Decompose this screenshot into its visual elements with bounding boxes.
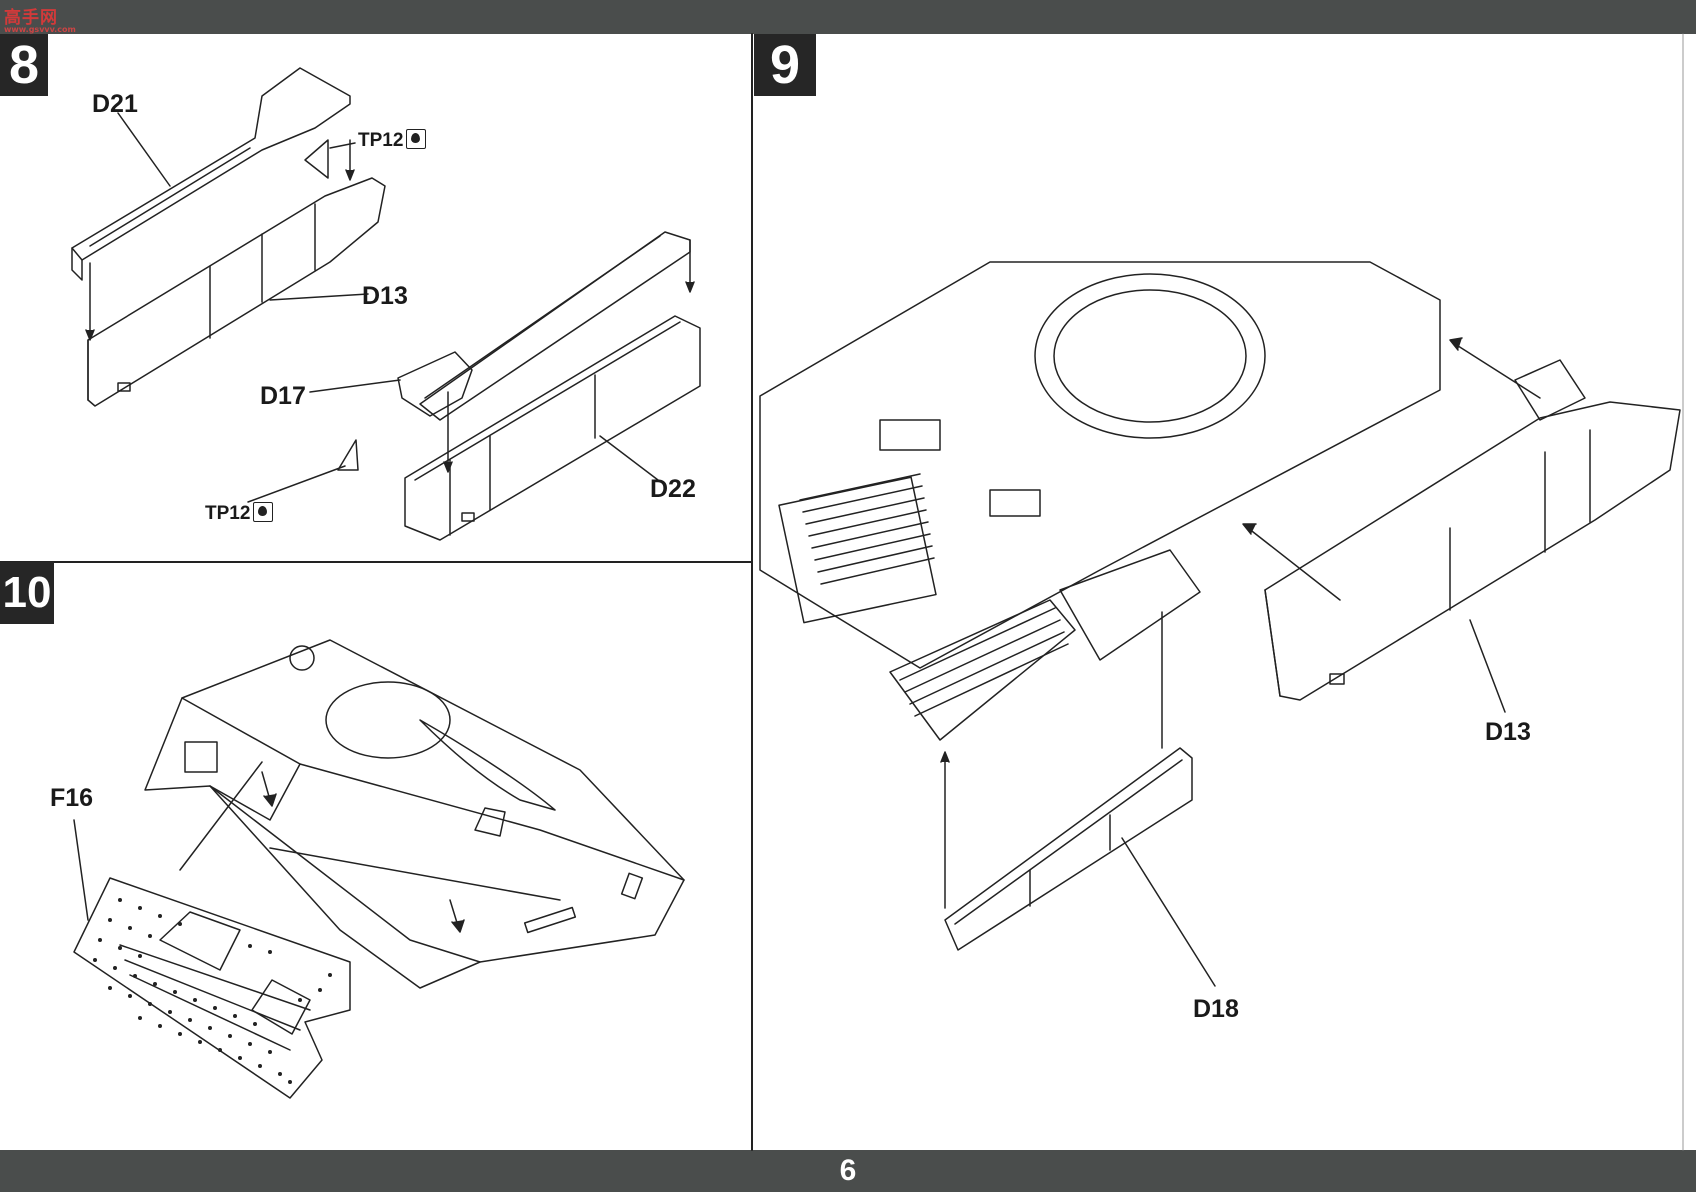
part-label-tp12-top: TP12 [358,129,427,152]
part-label-d18: D18 [1193,995,1239,1023]
watermark-url: www.gsvvv.com [4,25,76,34]
part-label-d21: D21 [92,90,138,118]
part-label-d17: D17 [260,382,306,410]
top-band: 高手网 www.gsvvv.com [0,0,1696,34]
glue-icon [253,502,274,522]
step-8-badge: 8 [0,34,48,96]
step-10-badge: 10 [0,562,54,624]
part-label-tp12-bottom: TP12 [205,502,274,525]
glue-icon [406,129,427,149]
page-number: 6 [839,1154,857,1187]
part-label-d13-step9: D13 [1485,718,1531,746]
part-label-d22: D22 [650,475,696,503]
step8-drawing [71,67,701,541]
tp12-bottom-text: TP12 [205,503,251,524]
tp12-top-text: TP12 [358,130,404,151]
bottom-band [0,1150,1696,1192]
part-label-f16: F16 [50,784,94,812]
step9-drawing [759,261,1681,987]
step-9-badge: 9 [754,34,816,96]
watermark-text: 高手网 [4,8,58,28]
watermark-logo: 高手网 www.gsvvv.com [4,3,76,34]
part-label-d13-step8: D13 [362,282,408,310]
step10-drawing [73,639,685,1099]
